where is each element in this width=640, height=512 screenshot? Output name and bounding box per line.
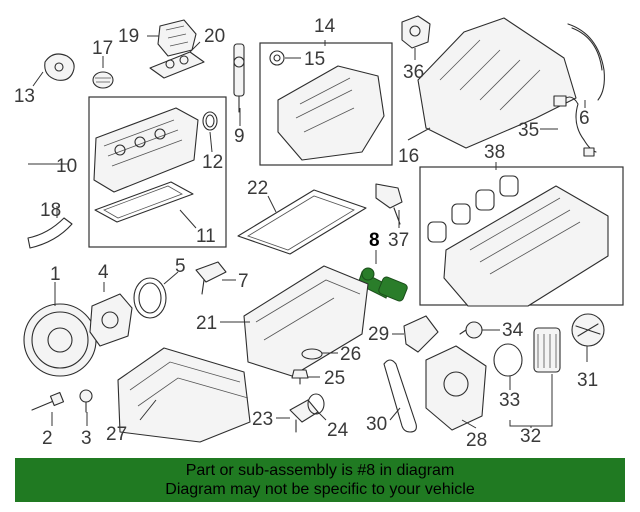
part-6-gasket-ring (567, 23, 605, 101)
callout-3: 3 (81, 428, 92, 449)
callout-36: 36 (403, 62, 424, 83)
part-7-position-sensor (195, 261, 227, 295)
part-8-highlighted-solenoid (357, 267, 408, 302)
part-2-bolt (31, 391, 65, 411)
part-12-seal-ring (202, 111, 218, 131)
callout-24: 24 (327, 420, 349, 441)
callout-33: 33 (499, 390, 520, 411)
part-9-sensor (233, 43, 245, 113)
callout-37: 37 (388, 230, 409, 251)
banner-line-disclaimer: Diagram may not be specific to your vehi… (165, 481, 475, 498)
banner-line-part: Part or sub-assembly is #8 in diagram (185, 462, 455, 479)
callout-4: 4 (98, 262, 109, 283)
callout-9: 9 (234, 126, 245, 147)
callout-18: 18 (40, 200, 61, 221)
callout-16: 16 (398, 146, 419, 167)
callout-7: 7 (238, 271, 249, 292)
callout-20: 20 (204, 26, 225, 47)
callout-8-highlighted: 8 (369, 230, 380, 251)
callout-35: 35 (518, 120, 539, 141)
part-18-hose (27, 217, 73, 249)
engine-cover-group-box (259, 42, 393, 166)
part-30-belt (383, 359, 417, 433)
part-10-valve-cover (93, 107, 199, 193)
callout-32: 32 (520, 426, 541, 447)
part-11-valve-cover-gasket (94, 181, 194, 223)
part-4-hub (89, 293, 133, 347)
part-28-pump-housing (425, 345, 487, 431)
callout-31: 31 (577, 370, 598, 391)
part-26-o-ring (301, 348, 323, 360)
part-17-oil-filler-cap (92, 71, 114, 89)
callout-28: 28 (466, 430, 487, 451)
callout-29: 29 (368, 324, 389, 345)
part-31-filter-cap (571, 313, 605, 347)
part-33-seal-ring (493, 343, 523, 377)
callout-11: 11 (196, 226, 216, 247)
exploded-parts-diagram: 13 17 19 20 9 10 12 11 14 15 36 16 6 35 … (14, 15, 624, 451)
callout-12: 12 (202, 152, 223, 173)
part-24-seal (307, 393, 325, 415)
callout-19: 19 (118, 26, 139, 47)
callout-13: 13 (14, 86, 35, 107)
callout-38: 38 (484, 142, 505, 163)
callout-17: 17 (92, 38, 113, 59)
callout-34: 34 (502, 320, 524, 341)
callout-2: 2 (42, 428, 53, 449)
callout-25: 25 (324, 368, 345, 389)
callout-6: 6 (579, 108, 590, 129)
callout-30: 30 (366, 414, 387, 435)
part-5-front-seal (133, 277, 167, 319)
part-38-intake-manifold (427, 175, 609, 307)
callout-22: 22 (247, 178, 268, 199)
callout-27: 27 (106, 424, 127, 445)
callout-26: 26 (340, 344, 361, 365)
part-23-oil-level-sensor (289, 399, 319, 433)
part-29-bracket (403, 315, 439, 353)
part-20-gasket-plate (149, 51, 205, 79)
part-36-bushing (401, 15, 431, 49)
part-1-crank-pulley (23, 303, 97, 377)
callout-5: 5 (175, 256, 186, 277)
part-37-temp-sensor (375, 183, 403, 225)
callout-numbers: 13 17 19 20 9 10 12 11 14 15 36 16 6 35 … (14, 16, 598, 451)
part-27-lower-oil-pan (117, 347, 251, 443)
callout-21: 21 (196, 313, 217, 334)
part-13-flange-gasket (44, 53, 75, 81)
part-19-engine-mount (157, 19, 197, 57)
callout-23: 23 (252, 409, 273, 430)
part-14-engine-cover (277, 65, 385, 161)
part-32-oil-filter (533, 327, 561, 373)
part-16-intake-cover (417, 17, 577, 149)
info-banner: Part or sub-assembly is #8 in diagram Di… (15, 458, 625, 502)
part-15-grommet (269, 50, 285, 66)
part-3-bolt (79, 389, 93, 413)
part-22-oil-pan-gasket (237, 189, 367, 255)
part-34-pressure-sensor (459, 321, 483, 339)
callout-10: 10 (56, 156, 77, 177)
callout-14: 14 (314, 16, 336, 37)
valve-cover-group-box (88, 96, 227, 248)
callout-15: 15 (304, 49, 325, 70)
part-35-sensor-wire (553, 95, 597, 157)
leader-lines (28, 35, 588, 429)
part-25-drain-plug (291, 369, 309, 385)
callout-1: 1 (50, 264, 61, 285)
part-21-oil-pan (243, 265, 369, 377)
